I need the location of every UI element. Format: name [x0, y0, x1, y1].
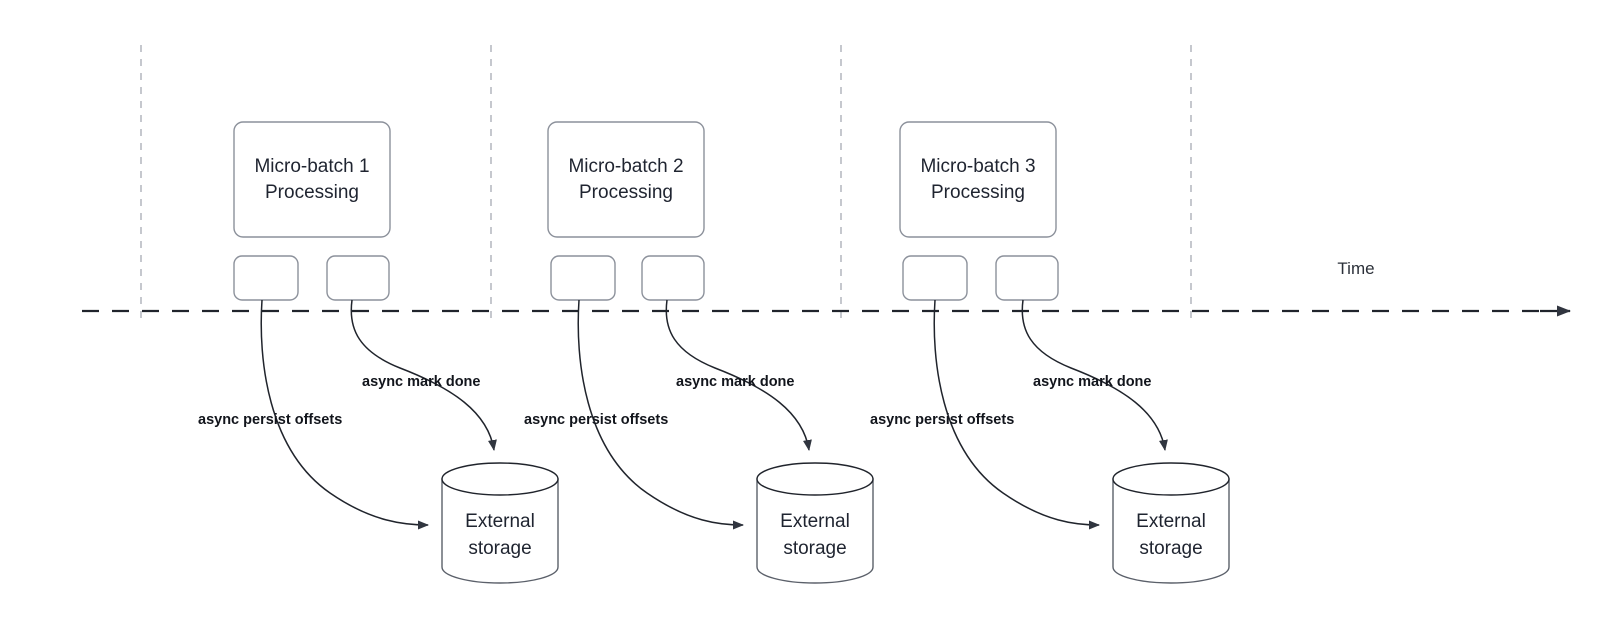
micro-batch-1-box[interactable] — [233, 121, 391, 238]
edge-label-mark-done-2: async mark done — [676, 374, 794, 390]
task-box-3a[interactable] — [902, 255, 968, 301]
edge-persist-offsets-1 — [260, 299, 429, 530]
external-storage-1[interactable] — [441, 462, 559, 584]
batch-boundary-gridlines — [140, 45, 1192, 325]
external-storage-3[interactable] — [1112, 462, 1230, 584]
micro-batch-3-label-line2: Processing — [931, 182, 1025, 203]
task-box-2a[interactable] — [550, 255, 616, 301]
group-2: Micro-batch 2 Processing async persist o… — [524, 121, 874, 584]
micro-batch-1-label-line1: Micro-batch 1 — [254, 156, 369, 177]
external-storage-2[interactable] — [756, 462, 874, 584]
micro-batch-3-box[interactable] — [899, 121, 1057, 238]
edge-mark-done-2 — [665, 299, 812, 451]
micro-batch-1-label-line2: Processing — [265, 182, 359, 203]
micro-batch-3-label-line1: Micro-batch 3 — [920, 156, 1035, 177]
time-axis-label: Time — [1337, 259, 1374, 278]
edge-persist-offsets-2 — [577, 299, 744, 530]
micro-batch-2-label-line1: Micro-batch 2 — [568, 156, 683, 177]
task-box-1b[interactable] — [326, 255, 390, 301]
task-box-1a[interactable] — [233, 255, 299, 301]
external-storage-2-label-line2: storage — [783, 538, 846, 559]
external-storage-1-label-line1: External — [465, 511, 535, 532]
edge-persist-offsets-3 — [933, 299, 1100, 530]
micro-batch-2-box[interactable] — [547, 121, 705, 238]
group-3: Micro-batch 3 Processing async persist o… — [870, 121, 1230, 584]
edge-label-mark-done-3: async mark done — [1033, 374, 1151, 390]
group-1: Micro-batch 1 Processing async persist o… — [198, 121, 559, 584]
external-storage-3-label-line1: External — [1136, 511, 1206, 532]
external-storage-3-label-line2: storage — [1139, 538, 1202, 559]
edge-label-persist-offsets-3: async persist offsets — [870, 412, 1014, 428]
external-storage-1-label-line2: storage — [468, 538, 531, 559]
edge-mark-done-3 — [1021, 299, 1168, 451]
external-storage-2-label-line1: External — [780, 511, 850, 532]
edge-label-mark-done-1: async mark done — [362, 374, 480, 390]
edge-mark-done-1 — [350, 299, 497, 451]
micro-batch-2-label-line2: Processing — [579, 182, 673, 203]
edge-label-persist-offsets-2: async persist offsets — [524, 412, 668, 428]
task-box-3b[interactable] — [995, 255, 1059, 301]
edge-label-persist-offsets-1: async persist offsets — [198, 412, 342, 428]
task-box-2b[interactable] — [641, 255, 705, 301]
